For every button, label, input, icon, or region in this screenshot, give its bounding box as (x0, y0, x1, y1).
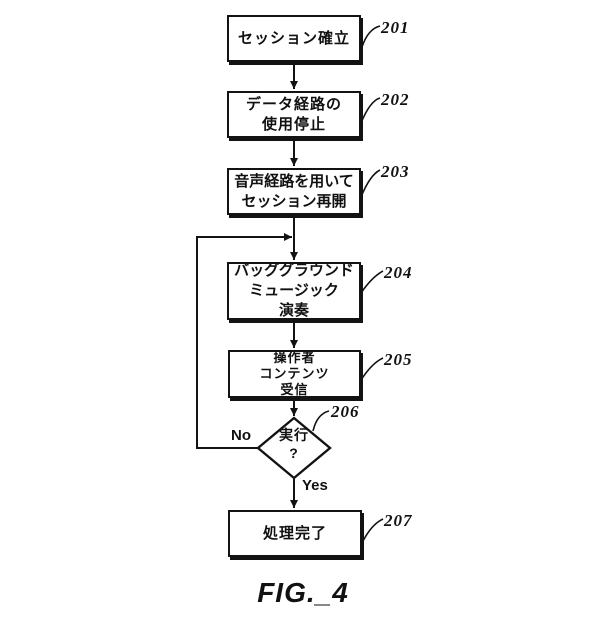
node-label-line: 演奏 (278, 302, 309, 319)
decision-execute: 実行 ? (262, 426, 326, 462)
node-operator-content-receive: 操作者 コンテンツ 受信 (228, 350, 361, 398)
node-label-line: 使用停止 (261, 115, 326, 133)
node-label-line: バッググラウンド (234, 262, 354, 279)
ref-label-207: 207 (384, 511, 413, 530)
figure-caption: FIG._4 (257, 577, 349, 608)
leader-line-205 (360, 357, 384, 381)
leader-line-201 (361, 25, 381, 48)
node-label-line: 処理完了 (262, 524, 327, 542)
ref-label-201: 201 (381, 18, 410, 37)
ref-label-203: 203 (381, 162, 410, 181)
ref-label-202: 202 (381, 90, 410, 109)
leader-line-202 (360, 97, 381, 124)
branch-label-no: No (231, 427, 251, 444)
node-audio-path-resume: 音声経路を用いて セッション再開 (227, 168, 361, 215)
node-label-line: データ経路の (245, 95, 342, 113)
leader-line-207 (362, 518, 384, 542)
node-process-complete: 処理完了 (228, 510, 362, 557)
node-label-line: セッション再開 (241, 192, 347, 210)
node-label-line: 受信 (280, 382, 309, 397)
leader-line-204 (360, 270, 384, 294)
node-label-line: ? (289, 445, 299, 461)
ref-label-204: 204 (384, 263, 413, 282)
node-label-line: ミュージック (249, 282, 339, 299)
loop-back-line-no (196, 233, 292, 449)
node-session-establish: セッション確立 (227, 15, 361, 62)
leader-line-203 (360, 169, 381, 198)
node-label-line: 音声経路を用いて (234, 172, 354, 190)
ref-label-205: 205 (384, 350, 413, 369)
node-data-path-stop: データ経路の 使用停止 (227, 91, 361, 138)
node-label-line: コンテンツ (259, 366, 330, 381)
decision-diamond-shape (256, 416, 332, 480)
node-label-line: 実行 (279, 427, 309, 443)
node-label-line: 操作者 (273, 350, 316, 365)
ref-label-206: 206 (331, 402, 360, 421)
branch-label-yes: Yes (302, 477, 328, 494)
node-label-line: セッション確立 (237, 29, 350, 47)
leader-line-206 (312, 410, 330, 432)
node-background-music: バッググラウンド ミュージック 演奏 (227, 262, 361, 320)
